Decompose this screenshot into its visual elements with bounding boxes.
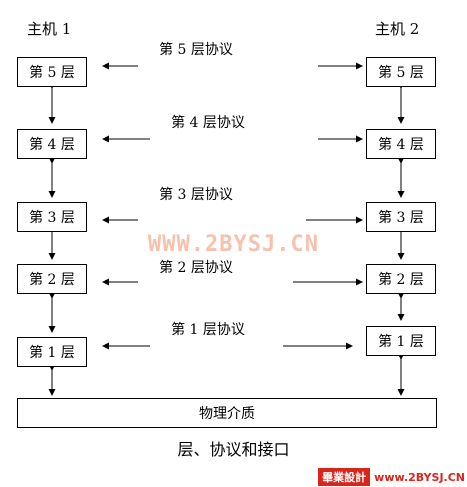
- host-1-layer-5: 第 5 层: [17, 57, 87, 87]
- host-2-layer-2: 第 2 层: [366, 264, 436, 294]
- protocol-2-label: 第 2 层协议: [159, 260, 233, 276]
- host-1-title: 主机 1: [27, 20, 72, 38]
- host-1-layer-3: 第 3 层: [17, 202, 87, 232]
- protocol-4-label: 第 4 层协议: [171, 115, 245, 131]
- host-2-layer-5: 第 5 层: [366, 57, 436, 87]
- protocol-5-label: 第 5 层协议: [159, 42, 233, 58]
- protocol-1-label: 第 1 层协议: [171, 322, 245, 338]
- host-2-layer-4: 第 4 层: [366, 129, 436, 159]
- protocol-3-label: 第 3 层协议: [159, 187, 233, 203]
- logo-url: www.2BYSJ.CN: [374, 470, 465, 484]
- host-2-title: 主机 2: [375, 20, 420, 38]
- host-1-layer-2: 第 2 层: [17, 264, 87, 294]
- host-2-layer-3: 第 3 层: [366, 202, 436, 232]
- host-2-layer-1: 第 1 层: [366, 326, 436, 356]
- host-1-layer-1: 第 1 层: [17, 337, 87, 367]
- host-1-layer-4: 第 4 层: [17, 129, 87, 159]
- site-logo: 畢業設計 www.2BYSJ.CN: [318, 468, 465, 486]
- figure-caption: 层、协议和接口: [177, 440, 290, 459]
- logo-mark: 畢業設計: [318, 468, 371, 486]
- physical-medium-box: 物理介质: [17, 398, 437, 428]
